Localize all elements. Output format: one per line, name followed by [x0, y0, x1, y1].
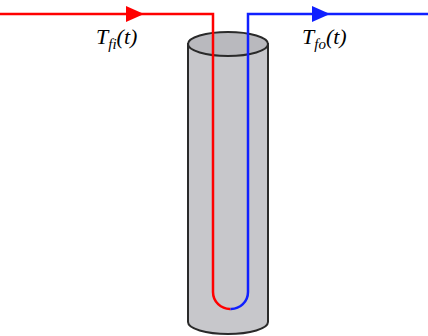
temperature-symbol: T — [302, 24, 314, 49]
outlet-temperature: Tfo(t) — [302, 26, 347, 52]
outlet-pipe — [231, 14, 428, 309]
temperature-symbol: (t) — [326, 24, 347, 49]
temperature-subscript: fo — [314, 36, 326, 52]
temperature-symbol: (t) — [117, 24, 138, 49]
inlet-pipe — [0, 14, 231, 309]
temperature-symbol: T — [96, 24, 108, 49]
outlet-arrow — [312, 6, 330, 22]
temperature-subscript: fi — [108, 36, 116, 52]
borehole-top — [188, 32, 268, 56]
inlet-arrow — [126, 6, 144, 22]
borehole-body — [188, 44, 268, 334]
inlet-temperature: Tfi(t) — [96, 26, 137, 52]
